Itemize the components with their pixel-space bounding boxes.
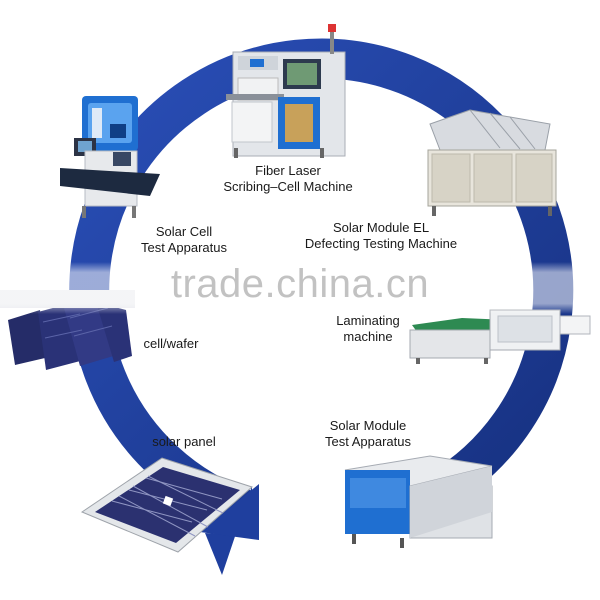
- label-module-test-line2: Test Apparatus: [325, 434, 411, 449]
- label-fiber-laser: Fiber Laser Scribing–Cell Machine: [208, 163, 368, 195]
- watermark-band: [0, 262, 600, 314]
- label-solar-panel: solar panel: [134, 434, 234, 450]
- label-laminating: Laminating machine: [318, 313, 418, 345]
- cycle-arrow-head-icon: [205, 486, 252, 575]
- fiber-laser-machine-image: [226, 24, 346, 158]
- cell-test-machine-image: [60, 96, 160, 218]
- label-laminating-line1: Laminating: [336, 313, 400, 328]
- label-el-testing: Solar Module EL Defecting Testing Machin…: [286, 220, 476, 252]
- label-solar-panel-line1: solar panel: [152, 434, 216, 449]
- laminating-machine-image: [409, 309, 591, 364]
- label-cell-test: Solar Cell Test Apparatus: [122, 224, 246, 256]
- label-el-testing-line2: Defecting Testing Machine: [304, 236, 458, 251]
- module-test-machine-image: [344, 455, 493, 548]
- watermark-text: trade.china.cn: [170, 262, 430, 306]
- label-cell-wafer: cell/wafer: [126, 336, 216, 352]
- label-cell-test-line1: Solar Cell: [155, 224, 213, 239]
- label-cell-wafer-line1: cell/wafer: [143, 336, 199, 351]
- label-fiber-laser-line1: Fiber Laser: [255, 163, 321, 178]
- label-module-test-line1: Solar Module: [329, 418, 407, 433]
- el-testing-machine-image: [427, 109, 557, 216]
- label-el-testing-line1: Solar Module EL: [332, 220, 430, 235]
- label-laminating-line2: machine: [343, 329, 393, 344]
- label-fiber-laser-line2: Scribing–Cell Machine: [223, 179, 353, 194]
- label-module-test: Solar Module Test Apparatus: [303, 418, 433, 450]
- label-cell-test-line2: Test Apparatus: [141, 240, 227, 255]
- solar-panel-image: [80, 457, 253, 553]
